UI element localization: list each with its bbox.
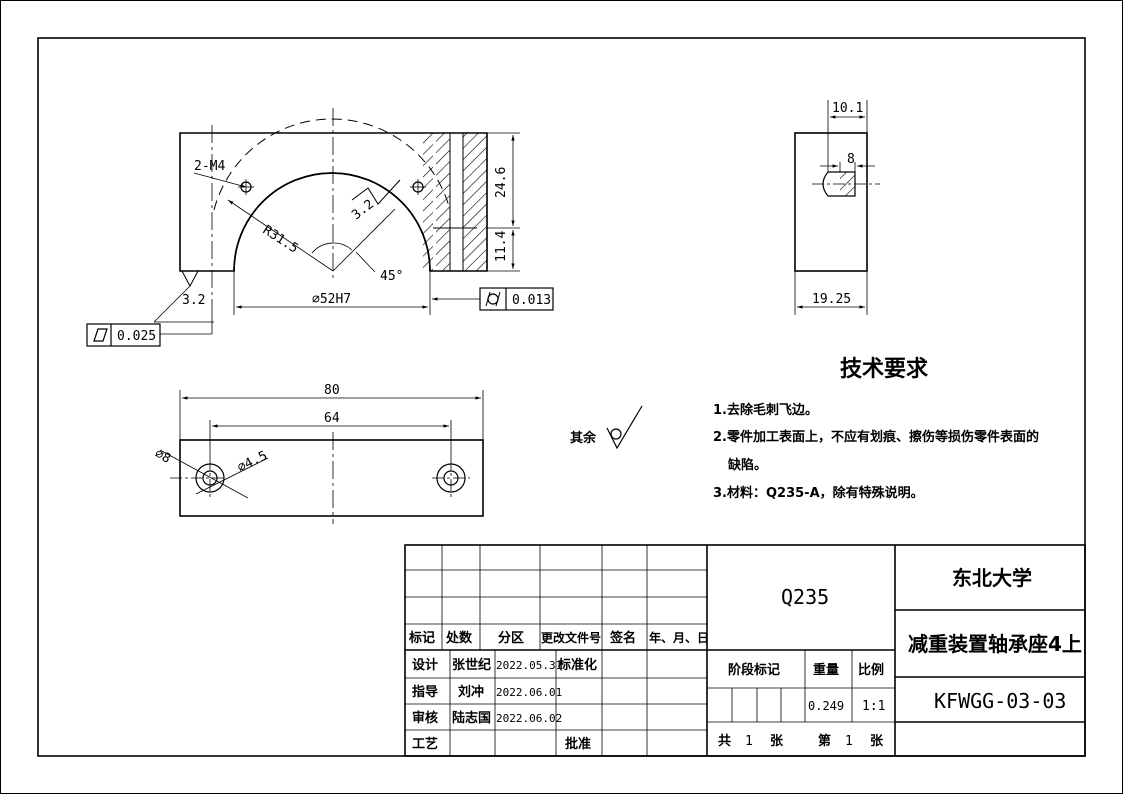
review-date: 2022.06.02: [496, 712, 562, 725]
side-body-outline: [794, 132, 868, 272]
design-standard: 标准化: [557, 657, 597, 673]
total-prefix: 共: [718, 733, 731, 749]
label-radius: R31.5: [260, 223, 301, 257]
label-height-top: 24.6: [494, 167, 509, 198]
total-count: 1: [745, 734, 753, 749]
technical-requirements: 技术要求 1.去除毛刺飞边。 2.零件加工表面上，不应有划痕、擦伤等损伤零件表面…: [713, 357, 1039, 501]
tech-item-2-cont: 缺陷。: [727, 457, 767, 473]
hdr-change-doc: 更改文件号: [541, 630, 601, 645]
weight-value: 0.249: [808, 699, 844, 713]
hdr-date: 年、月、日: [649, 630, 709, 645]
cylindricity-tol: 0.013: [512, 293, 551, 308]
scale-label: 比例: [858, 662, 884, 678]
rest-roughness: 其余: [570, 405, 643, 450]
label-side-slot: 8: [847, 152, 855, 167]
label-bore: ⌀52H7: [312, 292, 351, 307]
weight-label: 重量: [813, 662, 839, 678]
guide-date: 2022.06.01: [496, 686, 562, 699]
label-hole-small: ⌀4.5: [235, 448, 270, 475]
label-top-pitch: 64: [324, 411, 340, 426]
rest-roughness-label: 其余: [570, 430, 597, 446]
roughness-check-icon: [606, 405, 643, 450]
approve-label: 批准: [565, 736, 591, 752]
scale-value: 1:1: [862, 699, 885, 714]
cylindricity-icon: [485, 291, 501, 307]
front-view: 2-M4 R31.5 45° 3.2 ⌀52H7 24.6 11.4 3.2: [86, 108, 554, 347]
hdr-mark: 标记: [408, 630, 435, 646]
label-hole-big: ⌀8: [152, 446, 173, 467]
title-block: 标记 处数 分区 更改文件号 签名 年、月、日 设计 张世纪 2022.05.3…: [404, 544, 1086, 757]
label-angle: 45°: [380, 269, 403, 284]
design-name: 张世纪: [452, 657, 491, 673]
review-label: 审核: [412, 710, 438, 726]
sheet-unit: 张: [870, 734, 884, 749]
design-label: 设计: [412, 657, 438, 673]
cylindricity-frame: 0.013: [479, 287, 554, 311]
sheet-num: 1: [845, 734, 853, 749]
stage-label: 阶段标记: [728, 662, 780, 678]
label-side-width: 19.25: [812, 292, 851, 307]
design-date: 2022.05.31: [496, 659, 562, 672]
hdr-count: 处数: [445, 630, 473, 646]
flatness-icon: [93, 328, 108, 342]
review-name: 陆志国: [452, 710, 491, 726]
guide-label: 指导: [412, 684, 438, 700]
side-view: 10.1 8 19.25: [794, 100, 880, 315]
total-unit: 张: [770, 734, 784, 749]
label-top-length: 80: [324, 383, 340, 398]
label-side-top: 10.1: [832, 101, 863, 116]
craft-label: 工艺: [412, 736, 438, 752]
label-height-bottom: 11.4: [494, 231, 509, 262]
material: Q235: [781, 585, 829, 609]
flatness-tol: 0.025: [117, 329, 156, 344]
hdr-sign: 签名: [609, 630, 636, 646]
top-view: 80 64 ⌀8 ⌀4.5: [152, 383, 484, 524]
counterbore-hole-left-icon: [195, 463, 225, 493]
label-thread: 2-M4: [194, 159, 225, 174]
counterbore-hole-right-icon: [436, 463, 466, 493]
drawing-number: KFWGG-03-03: [934, 689, 1066, 713]
label-rough-base: 3.2: [182, 293, 205, 308]
university: 东北大学: [952, 566, 1032, 590]
sheet-prefix: 第: [818, 733, 831, 749]
roughness-inner-icon: [351, 179, 401, 205]
hdr-zone: 分区: [498, 630, 524, 646]
flatness-frame: 0.025: [86, 323, 161, 347]
tech-item-3: 3.材料：Q235-A，除有特殊说明。: [713, 485, 924, 501]
tech-item-1: 1.去除毛刺飞边。: [713, 402, 818, 418]
tech-item-2: 2.零件加工表面上，不应有划痕、擦伤等损伤零件表面的: [713, 429, 1039, 445]
tech-title: 技术要求: [840, 357, 928, 382]
guide-name: 刘冲: [458, 684, 484, 700]
part-name: 减重装置轴承座4上: [908, 632, 1082, 656]
thread-hole-right-icon: [410, 179, 426, 195]
label-rough-inner: 3.2: [349, 197, 377, 223]
